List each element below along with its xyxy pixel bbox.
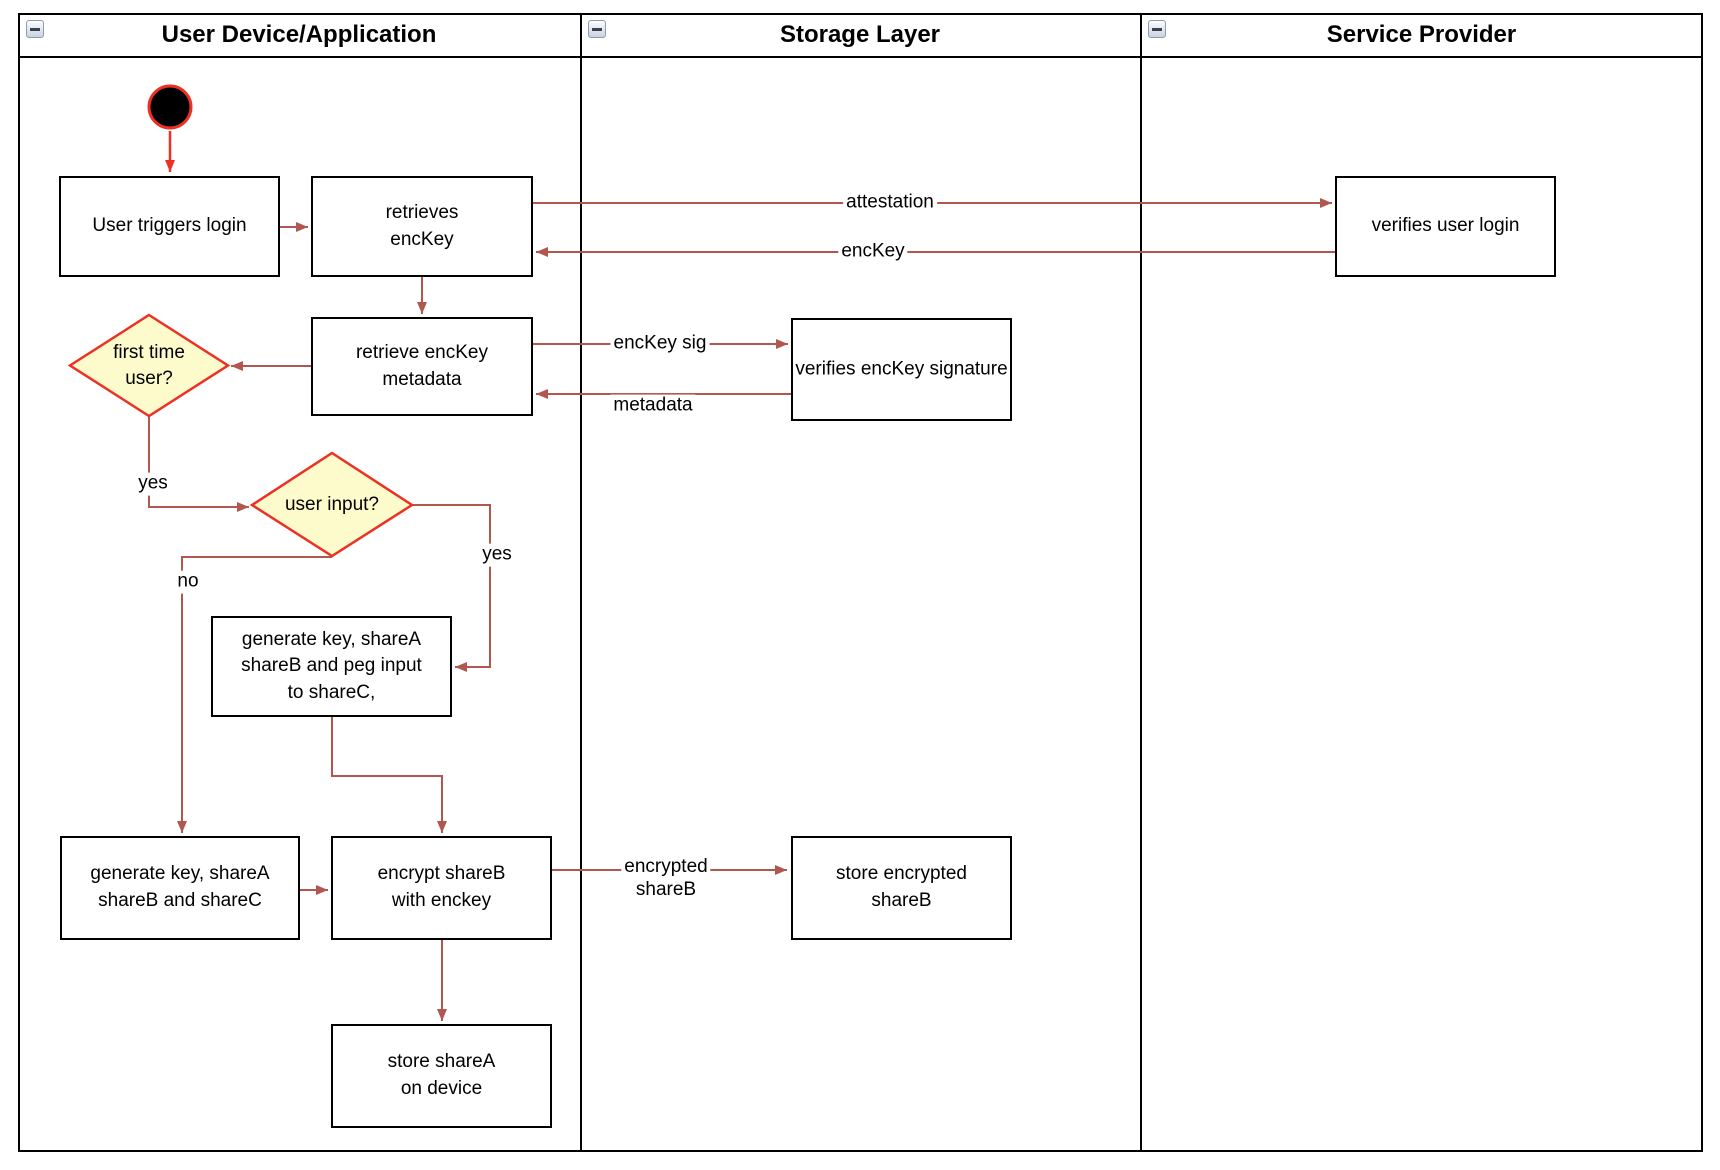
node-user-triggers-login[interactable]: User triggers login xyxy=(59,176,280,277)
minus-icon xyxy=(30,27,40,31)
minus-icon xyxy=(1152,27,1162,31)
decision-user-input[interactable]: user input? xyxy=(284,493,379,515)
minus-icon xyxy=(592,27,602,31)
decision-user-input-shape[interactable] xyxy=(249,451,415,558)
node-verifies-enckey-signature[interactable]: verifies encKey signature xyxy=(791,318,1012,421)
lane-title-user-device: User Device/Application xyxy=(161,21,437,48)
decision-first-time-user[interactable]: first time user? xyxy=(113,341,185,389)
node-store-encrypted-shareb[interactable]: store encrypted shareB xyxy=(791,836,1012,940)
node-verifies-enckey-signature-label: verifies encKey signature xyxy=(795,358,1008,380)
lane-title-storage-layer: Storage Layer xyxy=(779,21,941,48)
edge-label-enckey: encKey xyxy=(838,240,908,264)
edge-label-yes-user-input: yes xyxy=(479,543,515,567)
node-retrieve-enckey-metadata[interactable]: retrieve encKey metadata xyxy=(311,317,533,416)
edge-label-encrypted-shareb: encrypted shareB xyxy=(621,856,711,902)
edge-label-metadata: metadata xyxy=(610,394,696,418)
node-store-sharea[interactable]: store shareA on device xyxy=(331,1024,552,1128)
lane-divider-2 xyxy=(1140,13,1142,1152)
edge-label-yes-first-time: yes xyxy=(135,472,171,496)
lane-title-service-provider: Service Provider xyxy=(1326,21,1517,48)
node-encrypt-shareb[interactable]: encrypt shareB with enckey xyxy=(331,836,552,940)
edge-label-no-user-input: no xyxy=(174,570,202,594)
node-generate-key-sharec[interactable]: generate key, shareA shareB and shareC xyxy=(60,836,300,940)
start-node[interactable] xyxy=(147,84,193,130)
edge-firsttime-yes xyxy=(148,416,249,512)
edge-userinput-no xyxy=(177,556,332,833)
collapse-lane-1-button[interactable] xyxy=(26,20,44,38)
decision-first-time-user-shape[interactable] xyxy=(67,313,231,418)
lane-header-divider xyxy=(18,56,1703,58)
lane-divider-1 xyxy=(580,13,582,1152)
node-generate-key-peg[interactable]: generate key, shareA shareB and peg inpu… xyxy=(211,616,452,717)
collapse-lane-2-button[interactable] xyxy=(588,20,606,38)
edge-label-enckey-sig: encKey sig xyxy=(610,332,710,356)
node-retrieves-enckey[interactable]: retrieves encKey xyxy=(311,176,533,277)
edge-peg-to-encrypt xyxy=(331,717,447,833)
collapse-lane-3-button[interactable] xyxy=(1148,20,1166,38)
edge-userinput-yes xyxy=(412,504,491,672)
edge-label-attestation: attestation xyxy=(843,191,937,215)
node-verifies-user-login[interactable]: verifies user login xyxy=(1335,176,1556,277)
swimlane-frame xyxy=(18,13,1703,1152)
